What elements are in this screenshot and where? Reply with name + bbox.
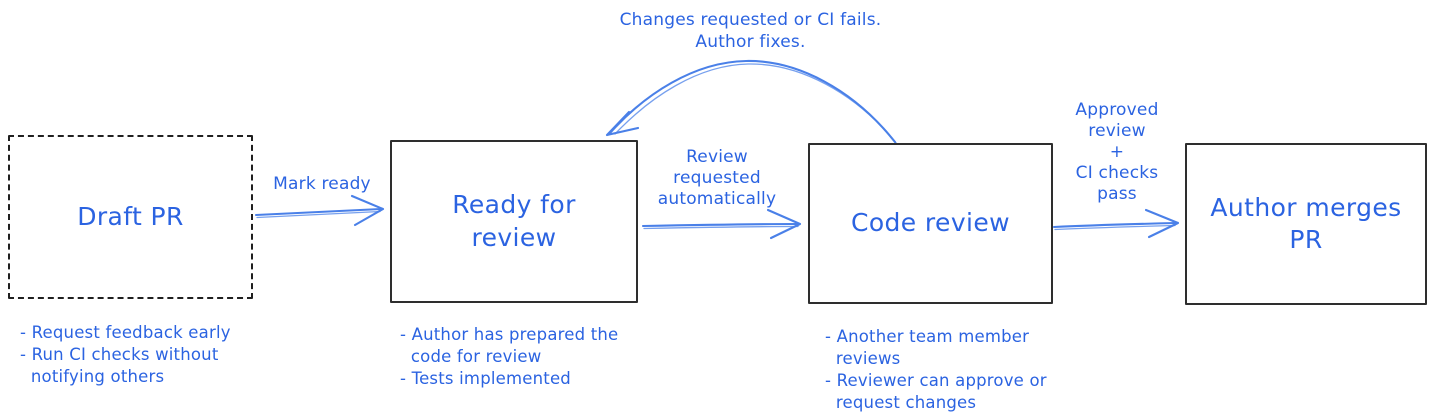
- node-draft-pr: Draft PR: [8, 135, 253, 299]
- edge-review-requested-arrow: [641, 208, 802, 240]
- edge-label-changes-requested: Changes requested or CI fails. Author fi…: [619, 10, 882, 52]
- notes-ready-for-review: - Author has prepared the code for revie…: [400, 325, 619, 388]
- edge-label-approved-ci-pass: Approved review + CI checks pass: [1075, 100, 1159, 204]
- edge-changes-requested-return-arrow: [605, 59, 898, 145]
- notes-code-review: - Another team member reviews - Reviewer…: [825, 327, 1047, 412]
- arrowhead: [1144, 208, 1180, 239]
- node-title-author-merges-pr: Author merges PR: [1210, 192, 1402, 255]
- edge-label-mark-ready: Mark ready: [273, 174, 371, 194]
- node-ready-for-review: Ready for review: [390, 140, 638, 303]
- node-code-review: Code review: [808, 143, 1053, 304]
- node-title-ready-for-review: Ready for review: [452, 190, 576, 252]
- edge-mark-ready-arrow: [254, 194, 385, 227]
- arrowhead: [766, 208, 802, 240]
- edge-approved-merge-arrow: [1052, 208, 1180, 239]
- node-author-merges-pr: Author merges PR: [1185, 143, 1427, 305]
- notes-draft-pr: - Request feedback early - Run CI checks…: [20, 323, 231, 386]
- node-title-code-review: Code review: [850, 208, 1011, 238]
- edge-label-review-requested: Review requested automatically: [657, 147, 777, 209]
- arrowhead: [350, 194, 385, 227]
- node-title-draft-pr: Draft PR: [77, 201, 184, 231]
- arrowhead: [605, 110, 640, 137]
